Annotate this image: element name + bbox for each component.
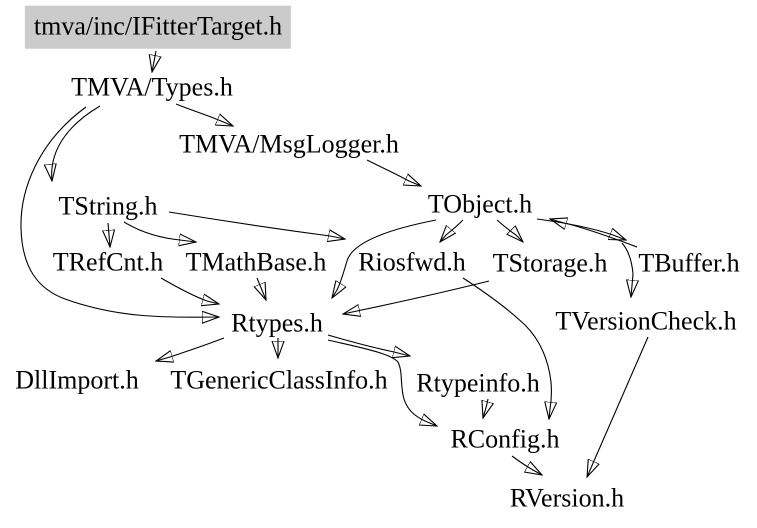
edge-tmva-types-to-tmva-msglogger xyxy=(175,103,233,126)
node-riosfwd[interactable]: Riosfwd.h xyxy=(358,247,466,277)
edge-tobject-to-tstorage xyxy=(496,219,523,242)
edge-tmva-msglogger-to-tobject xyxy=(366,159,421,186)
edge-tobject-to-riosfwd xyxy=(440,219,464,242)
node-tversioncheck[interactable]: TVersionCheck.h xyxy=(555,306,737,336)
node-tobject[interactable]: TObject.h xyxy=(427,189,533,219)
edge-tobject-to-rtypes xyxy=(332,219,437,298)
node-ifittertarget: tmva/inc/IFitterTarget.h xyxy=(24,5,292,49)
edge-tbuffer-to-tobject xyxy=(550,219,638,248)
node-dllimport[interactable]: DllImport.h xyxy=(15,365,139,395)
edge-rtypes-to-dllimport xyxy=(156,337,225,361)
edge-tobject-to-tversioncheck xyxy=(621,242,633,297)
edge-tstring-to-tmathbase xyxy=(123,221,196,242)
node-tmva-types[interactable]: TMVA/Types.h xyxy=(71,72,233,102)
edge-tobject-to-tbuffer xyxy=(536,218,626,240)
node-tstorage[interactable]: TStorage.h xyxy=(492,248,608,278)
edge-riosfwd-to-rconfig xyxy=(462,277,551,419)
node-rtypeinfo[interactable]: Rtypeinfo.h xyxy=(416,368,540,398)
edge-tmva-types-to-tstring xyxy=(52,105,101,181)
edge-rtypes-to-rtypeinfo xyxy=(327,334,410,356)
edge-tstring-to-riosfwd xyxy=(168,211,345,239)
edge-rtypes-to-rconfig xyxy=(327,339,437,426)
edge-trefcnt-to-rtypes xyxy=(160,277,219,304)
edge-rtypeinfo-to-rconfig xyxy=(483,398,488,418)
edge-tmva-types-to-rtypes xyxy=(20,106,219,317)
edge-tstring-to-trefcnt xyxy=(108,222,110,247)
node-tbuffer[interactable]: TBuffer.h xyxy=(638,248,740,278)
node-rversion[interactable]: RVersion.h xyxy=(509,483,625,513)
edge-ifittertarget-to-tmva-types xyxy=(152,50,156,72)
node-rconfig[interactable]: RConfig.h xyxy=(450,424,560,454)
node-tgenericclassinfo[interactable]: TGenericClassInfo.h xyxy=(170,365,388,395)
node-tmva-msglogger[interactable]: TMVA/MsgLogger.h xyxy=(179,129,399,159)
edge-tmathbase-to-rtypes xyxy=(257,277,266,300)
node-trefcnt[interactable]: TRefCnt.h xyxy=(52,247,164,277)
node-tstring[interactable]: TString.h xyxy=(58,191,158,221)
edge-tversioncheck-to-rversion xyxy=(587,336,649,477)
node-tmathbase[interactable]: TMathBase.h xyxy=(185,247,327,277)
edge-rconfig-to-rversion xyxy=(511,455,542,475)
node-rtypes[interactable]: Rtypes.h xyxy=(231,308,323,338)
edge-tstorage-to-rtypes xyxy=(343,280,490,314)
